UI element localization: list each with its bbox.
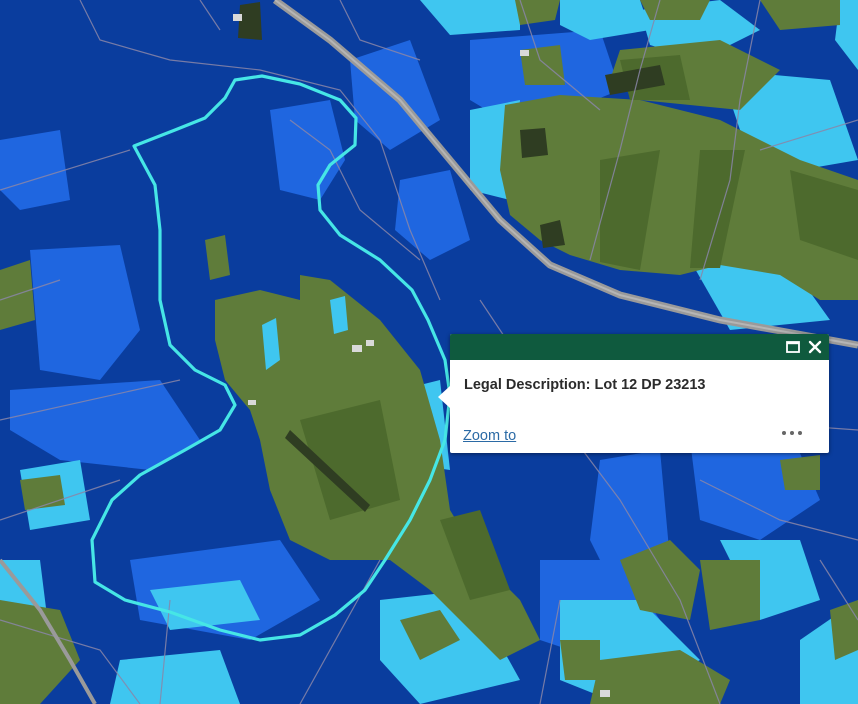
selected-parcel-outline[interactable] <box>90 74 452 642</box>
maximize-icon[interactable] <box>783 337 803 357</box>
close-icon[interactable] <box>805 337 825 357</box>
popup-pointer <box>438 386 450 408</box>
zoom-to-link[interactable]: Zoom to <box>463 428 517 444</box>
trees-layer <box>238 2 665 512</box>
more-options-icon[interactable] <box>780 425 804 441</box>
parcel-popup: Legal Description: Lot 12 DP 23213 Zoom … <box>438 334 829 453</box>
popup-title: Legal Description: Lot 12 DP 23213 <box>464 377 706 393</box>
island-ponds <box>262 296 348 370</box>
popup-header <box>450 334 829 360</box>
buildings-layer <box>233 14 610 697</box>
